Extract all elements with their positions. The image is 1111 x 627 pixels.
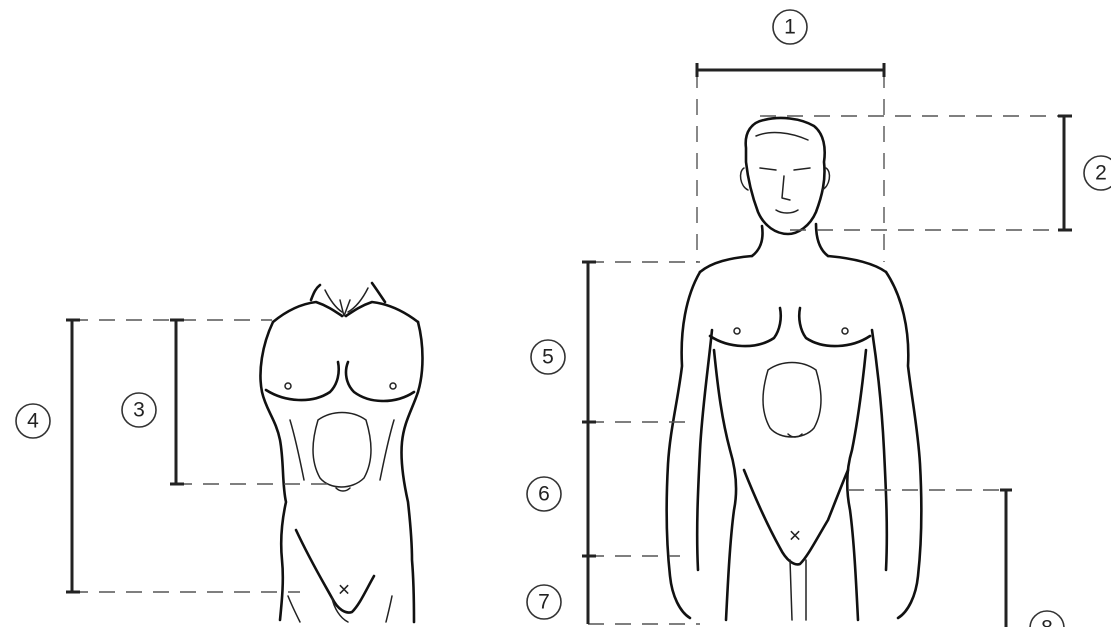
marker-8: 8 — [1030, 611, 1064, 627]
svg-text:7: 7 — [538, 591, 550, 614]
measure-bar-1 — [697, 63, 884, 77]
measure-bar-3 — [170, 320, 184, 484]
torso-figure: × — [260, 283, 422, 622]
full-body-figure: × — [667, 118, 922, 620]
marker-1: 1 — [773, 10, 807, 44]
svg-text:8: 8 — [1041, 617, 1053, 627]
svg-text:6: 6 — [538, 483, 550, 506]
svg-text:4: 4 — [27, 410, 39, 433]
crotch-x-mark-right: × — [789, 525, 801, 548]
marker-5: 5 — [531, 340, 565, 374]
svg-text:5: 5 — [542, 346, 554, 369]
measure-bar-5-6-7 — [582, 262, 596, 624]
svg-text:3: 3 — [133, 399, 145, 422]
crotch-x-mark: × — [338, 579, 350, 602]
torso-guide-lines — [72, 320, 330, 592]
svg-text:2: 2 — [1095, 162, 1107, 185]
marker-6: 6 — [527, 477, 561, 511]
measure-bar-4 — [66, 320, 80, 592]
marker-4: 4 — [16, 404, 50, 438]
marker-2: 2 — [1084, 156, 1111, 190]
measure-bar-8 — [1000, 490, 1012, 627]
marker-7: 7 — [527, 585, 561, 619]
body-guide-lines — [588, 72, 1064, 624]
measure-bar-2 — [1058, 116, 1072, 230]
svg-text:1: 1 — [784, 16, 796, 39]
marker-3: 3 — [122, 393, 156, 427]
